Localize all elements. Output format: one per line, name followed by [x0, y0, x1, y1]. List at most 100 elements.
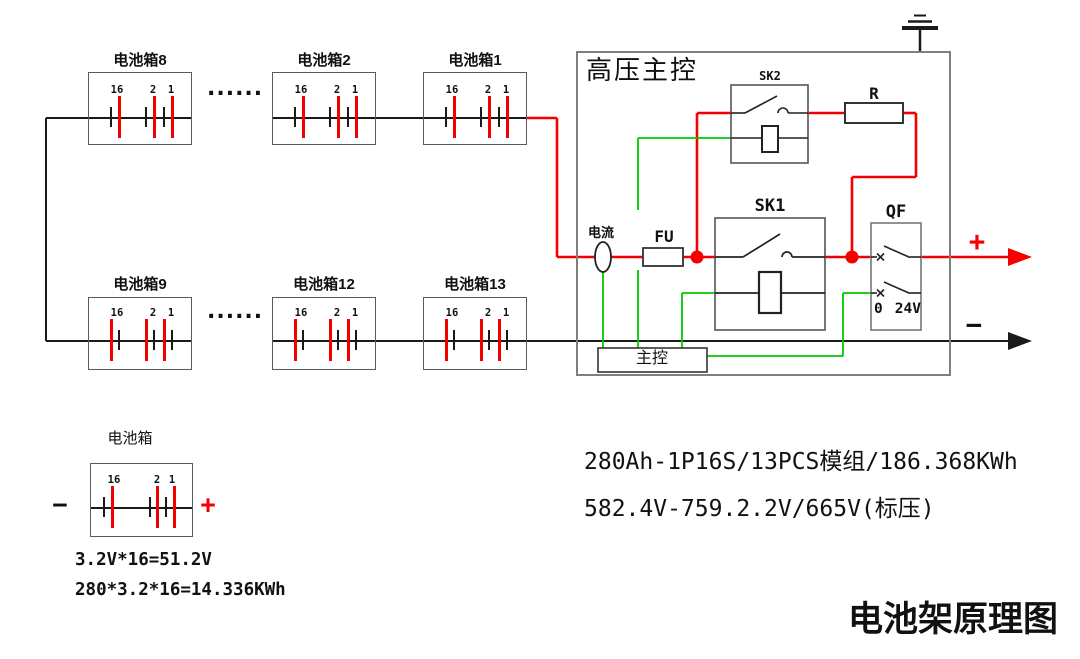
cell-negative-plate [328, 107, 332, 128]
cell-negative-plate [148, 497, 152, 518]
battery-box-label: 电池箱13 [444, 276, 506, 293]
cell-positive-plate [172, 486, 176, 529]
qf-scale-zero: 0 [874, 301, 883, 317]
junction-dot [690, 250, 704, 264]
resistor-symbol [844, 102, 904, 124]
cell-positive-plate [293, 319, 297, 362]
sk2-label: SK2 [759, 69, 781, 83]
cell-positive-plate [301, 96, 305, 139]
qf-label: QF [885, 202, 907, 222]
cell-negative-plate [170, 330, 174, 351]
legend-title: 电池箱 [107, 430, 153, 447]
sk2-coil [761, 125, 779, 153]
cell-negative-plate [354, 330, 358, 351]
positive-terminal: + [968, 227, 986, 259]
mcu-label: 主控 [635, 350, 669, 367]
spec-line-1: 280Ah-1P16S/13PCS模组/186.368KWh [584, 449, 1018, 475]
legend-minus: − [52, 490, 68, 520]
cell-number-label: 16 [294, 84, 308, 96]
sk1-coil [757, 270, 783, 315]
cell-positive-plate [110, 486, 114, 529]
cell-negative-plate [144, 107, 148, 128]
battery-box-label: 电池箱12 [293, 276, 355, 293]
cell-positive-plate [452, 96, 456, 139]
cell-number-label: 2 [333, 307, 341, 319]
cell-number-label: 1 [167, 84, 175, 96]
battery-box-label: 电池箱8 [113, 52, 167, 69]
cell-positive-plate [170, 96, 174, 139]
battery-box-label: 电池箱9 [113, 276, 167, 293]
cell-negative-plate [505, 330, 509, 351]
mcu-box [597, 347, 708, 373]
cell-positive-plate [109, 319, 113, 362]
cell-positive-plate [354, 96, 358, 139]
cell-positive-plate [497, 319, 501, 362]
cell-positive-plate [479, 319, 483, 362]
resistor-label: R [869, 84, 879, 103]
ellipsis-bottom: ...... [207, 299, 264, 324]
cell-positive-plate [117, 96, 121, 139]
cell-number-label: 2 [153, 474, 161, 486]
cell-negative-plate [109, 107, 113, 128]
cell-negative-plate [444, 107, 448, 128]
cell-number-label: 16 [110, 307, 124, 319]
cell-negative-plate [487, 330, 491, 351]
sk2-contactor [730, 84, 809, 164]
negative-terminal: − [965, 310, 983, 342]
positive-arrowhead [1008, 248, 1032, 266]
diagram-title: 电池架原理图 [848, 600, 1059, 639]
ground-icon [902, 14, 938, 52]
cell-negative-plate [164, 497, 168, 518]
legend-formula-voltage: 3.2V*16=51.2V [75, 550, 212, 570]
cell-negative-plate [162, 107, 166, 128]
cell-negative-plate [346, 107, 350, 128]
cell-number-label: 1 [168, 474, 176, 486]
cell-number-label: 2 [333, 84, 341, 96]
cell-negative-plate [479, 107, 483, 128]
ellipsis-top: ...... [207, 76, 264, 101]
cell-number-label: 2 [149, 84, 157, 96]
cell-number-label: 2 [484, 307, 492, 319]
hv-control-label: 高压主控 [586, 55, 699, 85]
cell-positive-plate [162, 319, 166, 362]
negative-arrowhead [1008, 332, 1032, 350]
cell-negative-plate [336, 330, 340, 351]
spec-line-2: 582.4V-759.2.2V/665V(标压) [584, 496, 935, 522]
cell-negative-plate [452, 330, 456, 351]
cell-positive-plate [155, 486, 159, 529]
cell-number-label: 1 [502, 84, 510, 96]
cell-negative-plate [117, 330, 121, 351]
cell-number-label: 1 [502, 307, 510, 319]
fuse-label: FU [654, 227, 674, 246]
junction-dot [845, 250, 859, 264]
cell-negative-plate [301, 330, 305, 351]
sk1-contactor [714, 217, 826, 331]
cell-number-label: 2 [484, 84, 492, 96]
legend-formula-energy: 280*3.2*16=14.336KWh [75, 580, 286, 600]
cell-positive-plate [152, 96, 156, 139]
qf-breaker [870, 222, 922, 331]
cell-negative-plate [497, 107, 501, 128]
cell-number-label: 1 [351, 84, 359, 96]
cell-number-label: 16 [294, 307, 308, 319]
cell-positive-plate [487, 96, 491, 139]
cell-positive-plate [505, 96, 509, 139]
hv-control-enclosure [576, 51, 951, 376]
cell-positive-plate [144, 319, 148, 362]
current-sensor-label: 电流 [588, 225, 615, 240]
cell-number-label: 2 [149, 307, 157, 319]
cell-negative-plate [102, 497, 106, 518]
qf-scale-voltage: 24V [894, 301, 921, 317]
cell-number-label: 1 [351, 307, 359, 319]
legend-plus: + [200, 490, 216, 520]
cell-negative-plate [152, 330, 156, 351]
battery-box-label: 电池箱2 [297, 52, 351, 69]
current-sensor-symbol [594, 241, 612, 273]
